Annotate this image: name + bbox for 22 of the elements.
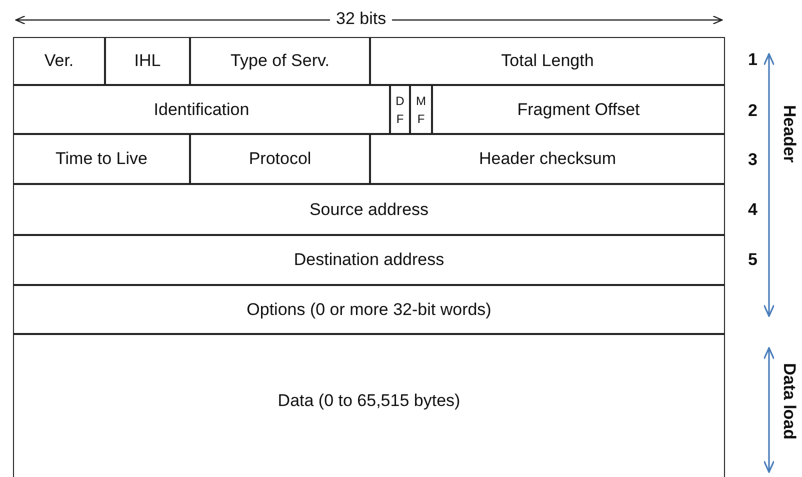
- field-cell: Total Length: [370, 37, 725, 85]
- field-cell: Time to Live: [13, 134, 190, 184]
- section-label: Header: [779, 105, 799, 163]
- row-number: 4: [748, 200, 758, 220]
- flag-cell: M F: [410, 85, 432, 134]
- field-cell: Ver.: [13, 37, 105, 85]
- field-cell: Type of Serv.: [190, 37, 370, 85]
- field-cell: IHL: [105, 37, 190, 85]
- field-cell: Protocol: [190, 134, 370, 184]
- field-cell: Data (0 to 65,515 bytes): [13, 334, 725, 477]
- field-cell: Destination address: [13, 235, 725, 285]
- row-number: 3: [748, 150, 758, 170]
- field-cell: Options (0 or more 32-bit words): [13, 285, 725, 334]
- section-label: Data load: [779, 363, 799, 440]
- field-cell: Identification: [13, 85, 390, 134]
- flag-cell: D F: [390, 85, 410, 134]
- field-cell: Source address: [13, 184, 725, 235]
- field-cell: Header checksum: [370, 134, 725, 184]
- row-number: 5: [748, 250, 758, 270]
- row-number: 2: [748, 101, 758, 121]
- field-cell: Fragment Offset: [432, 85, 725, 134]
- row-number: 1: [748, 50, 758, 70]
